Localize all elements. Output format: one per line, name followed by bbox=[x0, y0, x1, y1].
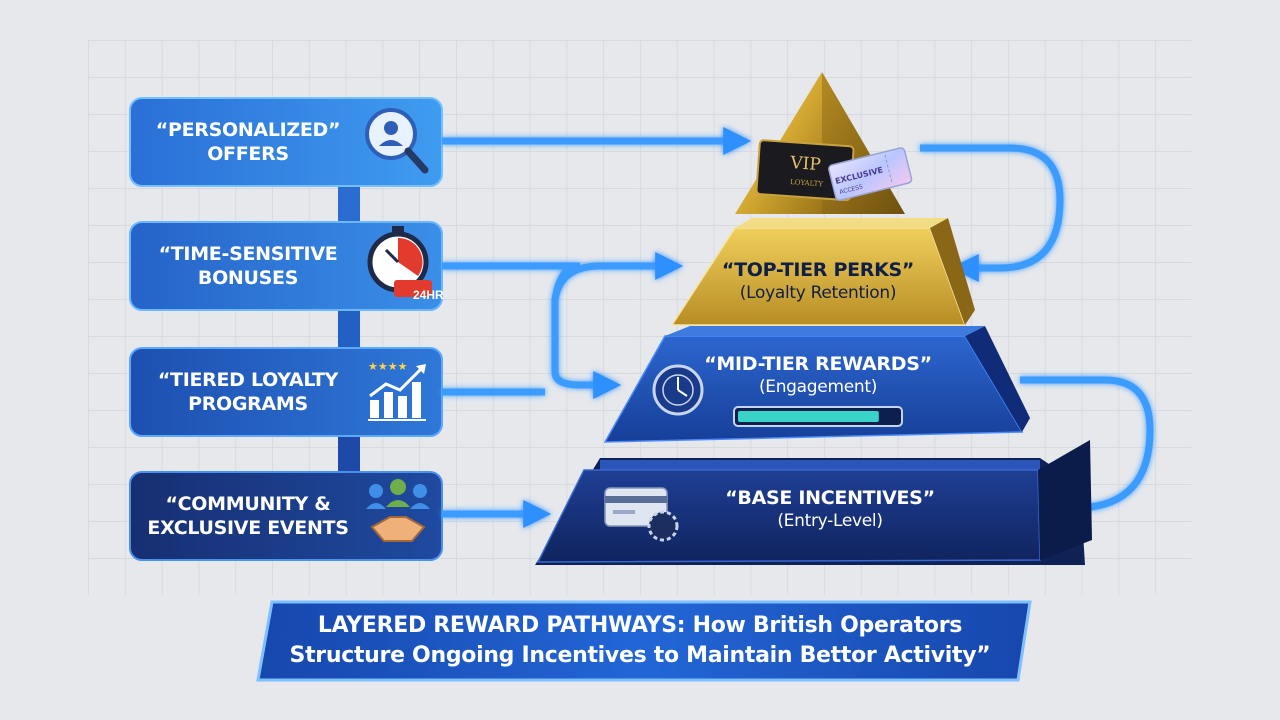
title-banner bbox=[256, 600, 1032, 682]
stopwatch-icon bbox=[367, 226, 432, 297]
base-tier-subtitle: (Entry-Level) bbox=[777, 511, 883, 531]
pyramid-top-tier bbox=[670, 218, 975, 326]
exclusive-ticket bbox=[828, 147, 913, 201]
base-tier-title: “BASE INCENTIVES” bbox=[725, 487, 935, 509]
left-item-line1: “TIME-SENSITIVE bbox=[158, 243, 338, 265]
left-item-line2: PROGRAMS bbox=[188, 393, 308, 415]
left-connector bbox=[338, 180, 360, 475]
left-item-line2: EXCLUSIVE EVENTS bbox=[147, 517, 349, 539]
engagement-progress-bar bbox=[733, 406, 903, 427]
credit-card-chip-icon bbox=[604, 487, 679, 542]
top-tier-label: “TOP-TIER PERKS” (Loyalty Retention) bbox=[690, 258, 946, 304]
vip-card-subtext: LOYALTY bbox=[790, 178, 824, 188]
left-item-line1: “TIERED LOYALTY bbox=[157, 369, 339, 391]
mid-tier-label: “MID-TIER REWARDS” (Engagement) bbox=[690, 352, 946, 398]
magnifier-person-icon bbox=[365, 108, 429, 174]
pyramid-mid-tier bbox=[603, 326, 1030, 443]
mid-tier-subtitle: (Engagement) bbox=[758, 377, 878, 397]
stopwatch-badge: 24HR bbox=[413, 288, 444, 302]
banner-title-line2: Structure Ongoing Incentives to Maintain… bbox=[289, 643, 991, 668]
community-handshake-icon bbox=[366, 479, 430, 542]
left-item-community-events: “COMMUNITY & EXCLUSIVE EVENTS bbox=[136, 492, 360, 540]
left-item-tiered-loyalty-programs: “TIERED LOYALTY PROGRAMS bbox=[138, 368, 358, 416]
left-item-line2: OFFERS bbox=[207, 143, 289, 165]
left-item-line2: BONUSES bbox=[197, 267, 299, 289]
top-tier-title: “TOP-TIER PERKS” bbox=[721, 259, 915, 281]
stars-icon: ★★★★ bbox=[368, 360, 408, 373]
flow-arrows bbox=[442, 127, 1154, 528]
left-item-line1: “COMMUNITY & bbox=[165, 493, 331, 515]
left-item-time-sensitive-bonuses: “TIME-SENSITIVE BONUSES bbox=[138, 242, 358, 290]
left-item-line1: “PERSONALIZED” bbox=[155, 119, 341, 141]
banner-title-line1: LAYERED REWARD PATHWAYS: How British Ope… bbox=[317, 613, 963, 638]
base-tier-label: “BASE INCENTIVES” (Entry-Level) bbox=[700, 486, 960, 532]
growth-chart-icon bbox=[368, 364, 426, 421]
roulette-clock-icon bbox=[652, 364, 704, 416]
top-tier-subtitle: (Loyalty Retention) bbox=[739, 283, 897, 303]
left-item-personalized-offers: “PERSONALIZED” OFFERS bbox=[138, 118, 358, 166]
vip-card-text: VIP bbox=[789, 153, 822, 175]
mid-tier-title: “MID-TIER REWARDS” bbox=[704, 353, 932, 375]
